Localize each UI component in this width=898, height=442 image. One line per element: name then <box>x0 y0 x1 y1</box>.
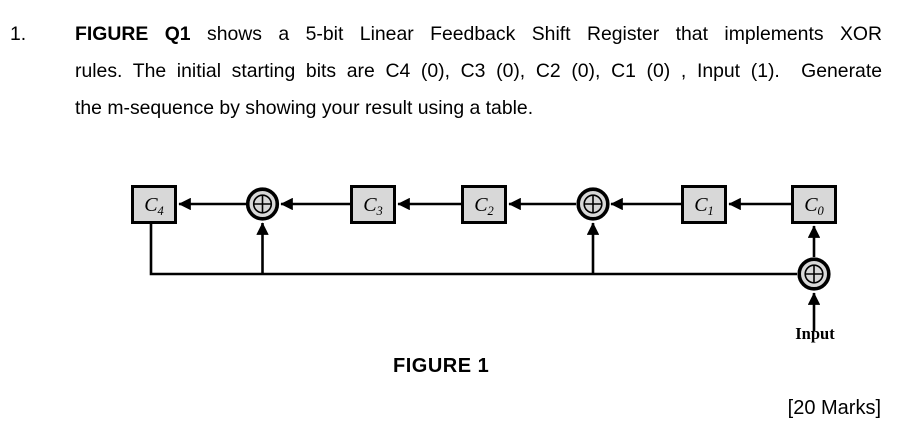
question-line-1: FIGURE Q1 shows a 5-bit Linear Feedback … <box>75 16 882 53</box>
marks-label: [20 Marks] <box>787 397 881 419</box>
register-label-c2: C2 <box>474 193 494 218</box>
register-box-c3: C3 <box>350 185 396 224</box>
register-box-c4: C4 <box>131 185 177 224</box>
register-label-c3: C3 <box>363 193 383 218</box>
question-line-3-text: the m-sequence by showing your result us… <box>75 97 534 119</box>
input-label: Input <box>795 324 835 343</box>
register-label-c4: C4 <box>144 193 164 218</box>
question-bold-lead: FIGURE Q1 <box>75 23 191 45</box>
xor-gate-1-icon <box>245 187 280 221</box>
xor-gate-2-icon <box>576 187 610 221</box>
figure-caption: FIGURE 1 <box>393 355 490 377</box>
question-line-3: the m-sequence by showing your result us… <box>75 90 882 127</box>
question-number: 1. <box>10 23 27 45</box>
xor-gate-3-icon <box>797 257 831 291</box>
question-line-2: rules. The initial starting bits are C4 … <box>75 53 882 90</box>
question-text: FIGURE Q1 shows a 5-bit Linear Feedback … <box>75 16 882 127</box>
feedback-wire <box>149 224 797 276</box>
register-box-c2: C2 <box>461 185 507 224</box>
register-box-c1: C1 <box>681 185 727 224</box>
question-line-2-text: rules. The initial starting bits are C4 … <box>75 60 882 82</box>
question-line-1-text: shows a 5-bit Linear Feedback Shift Regi… <box>190 23 882 45</box>
register-label-c1: C1 <box>694 193 714 218</box>
register-label-c0: C0 <box>804 193 824 218</box>
register-box-c0: C0 <box>791 185 837 224</box>
signal-wires <box>149 197 821 331</box>
